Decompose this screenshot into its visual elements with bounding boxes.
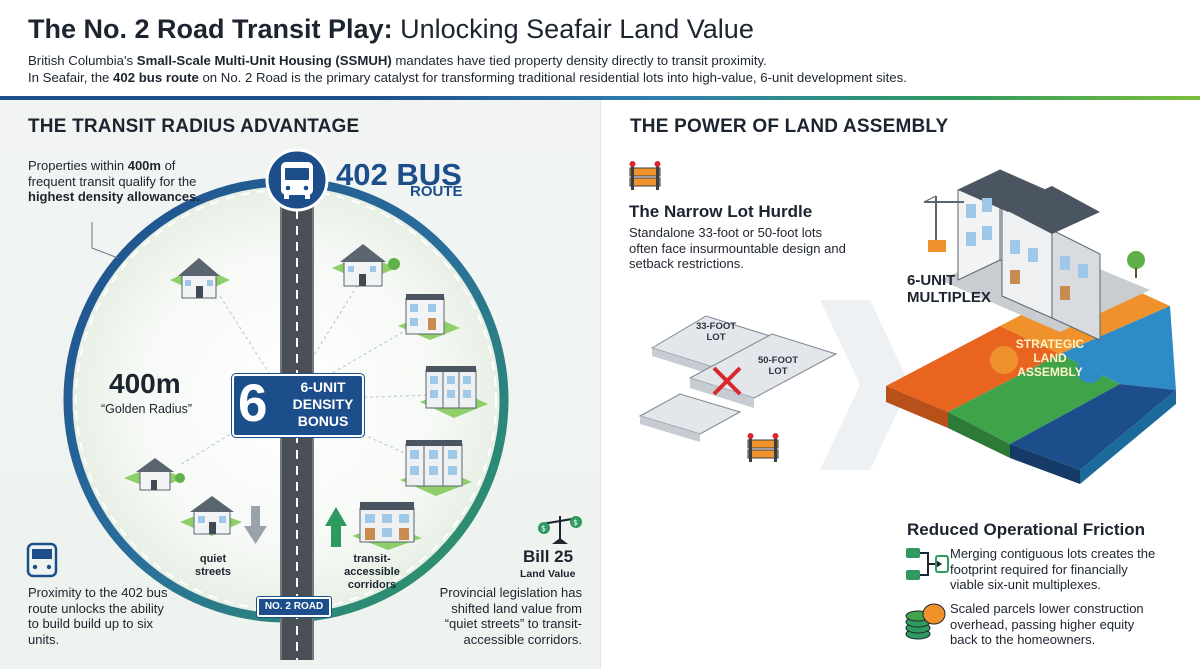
- panel-divider: [600, 100, 601, 669]
- barrier-icon: [747, 433, 779, 462]
- bus-icon: [265, 148, 329, 212]
- puzzle-label: STRATEGIC LAND ASSEMBLY: [1015, 337, 1085, 379]
- x-mark-icon: [712, 366, 742, 396]
- multiplex-label: 6-UNIT MULTIPLEX: [907, 272, 991, 306]
- friction-title: Reduced Operational Friction: [907, 520, 1146, 539]
- arrow-up-icon: [325, 507, 347, 547]
- hurdle-text: Standalone 33-foot or 50-foot lots often…: [629, 225, 846, 271]
- house-icon: [170, 258, 230, 299]
- golden-radius-value: 400m: [109, 368, 181, 399]
- bill-text: Provincial legislation has shifted land …: [439, 585, 582, 647]
- corridors-label: transit-accessible corridors: [344, 553, 400, 591]
- svg-text:$: $: [573, 518, 578, 527]
- density-number: 6: [238, 374, 268, 433]
- header: The No. 2 Road Transit Play: Unlocking S…: [0, 0, 1200, 100]
- svg-text:$: $: [541, 524, 546, 533]
- density-bonus-badge: [232, 374, 364, 437]
- callout-line: [91, 222, 119, 259]
- house-icon: [124, 458, 185, 491]
- road-sign: NO. 2 ROAD: [257, 597, 331, 617]
- friction-point-1: Merging contiguous lots creates the foot…: [950, 546, 1156, 592]
- assembly-section-title: THE POWER OF LAND ASSEMBLY: [630, 116, 949, 137]
- bus-icon: [26, 542, 58, 578]
- crane-icon: [923, 195, 964, 252]
- house-icon: [180, 496, 242, 536]
- hurdle-title: The Narrow Lot Hurdle: [629, 202, 813, 221]
- chevron-arrow: [820, 300, 910, 470]
- subtitle-line-1: British Columbia's Small-Scale Multi-Uni…: [28, 53, 767, 68]
- bill-title: Bill 25: [523, 547, 574, 566]
- arrow-down-icon: [244, 506, 267, 544]
- header-gradient-bar: [0, 96, 1200, 100]
- barrier-icon: [629, 161, 661, 190]
- friction-point-2: Scaled parcels lower construction overhe…: [950, 601, 1144, 647]
- lot-empty: [638, 393, 742, 442]
- radius-description: Properties within 400m of frequent trans…: [28, 158, 200, 204]
- house-icon: [332, 244, 400, 287]
- transit-section-title: THE TRANSIT RADIUS ADVANTAGE: [28, 116, 360, 137]
- townhouse-icon: [398, 294, 460, 340]
- title-light: Unlocking Seafair Land Value: [400, 14, 754, 44]
- multiplex-icon: [940, 169, 1150, 341]
- townhouse-icon: [420, 366, 488, 418]
- merge-icon: [906, 548, 949, 580]
- title-bold: The No. 2 Road Transit Play:: [28, 14, 393, 44]
- bus-route-label: ROUTE: [410, 183, 463, 200]
- townhouse-icon: [352, 502, 422, 550]
- lot-50-label: 50-FOOT LOT: [757, 355, 799, 377]
- subtitle-line-2: In Seafair, the 402 bus route on No. 2 R…: [28, 70, 907, 85]
- quiet-streets-label: quiet streets: [194, 553, 232, 578]
- proximity-text: Proximity to the 402 bus route unlocks t…: [28, 585, 168, 647]
- scale-icon: $ $: [538, 516, 582, 544]
- coins-icon: [905, 603, 946, 640]
- lot-33-label: 33-FOOT LOT: [695, 321, 737, 343]
- page-subtitle: British Columbia's Small-Scale Multi-Uni…: [28, 52, 907, 86]
- golden-radius-label: “Golden Radius”: [101, 402, 193, 416]
- bill-subtitle: Land Value: [520, 568, 576, 580]
- density-text: 6-UNIT DENSITY BONUS: [292, 379, 354, 429]
- townhouse-icon: [400, 440, 472, 496]
- bus-number: 402 BUS: [336, 157, 462, 192]
- page-title: The No. 2 Road Transit Play: Unlocking S…: [28, 14, 754, 45]
